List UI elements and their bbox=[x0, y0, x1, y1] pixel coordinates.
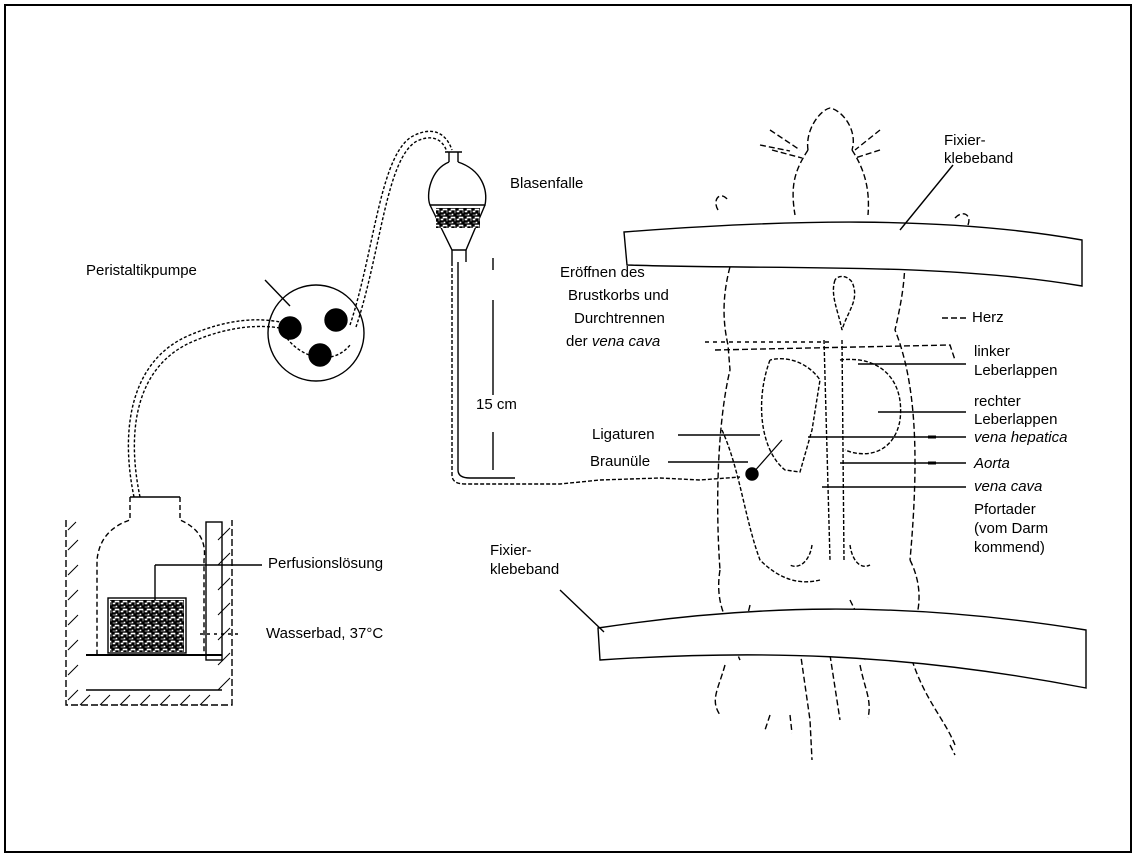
label-braunuele: Braunüle bbox=[590, 453, 650, 471]
label-rechter-line2: Leberlappen bbox=[974, 411, 1057, 429]
tubing-to-bubble-trap bbox=[350, 131, 452, 327]
tubing-to-pump bbox=[128, 320, 280, 497]
fixation-tape-bottom bbox=[560, 590, 1086, 688]
label-fixierklebeband-bottom-line2: klebeband bbox=[490, 561, 559, 579]
label-linker-line1: linker bbox=[974, 343, 1010, 361]
label-15cm: 15 cm bbox=[476, 396, 517, 414]
label-pfortader-line3: kommend) bbox=[974, 539, 1045, 557]
label-eroeffnen-line4: der vena cava bbox=[566, 333, 660, 351]
label-eroeffnen-line1: Eröffnen des bbox=[560, 264, 645, 282]
label-peristaltikpumpe: Peristaltikpumpe bbox=[86, 262, 197, 280]
label-eroeffnen-line3: Durchtrennen bbox=[574, 310, 665, 328]
label-eroeffnen-prefix: der bbox=[566, 333, 592, 350]
solution-bottle bbox=[97, 497, 262, 655]
label-linker-line2: Leberlappen bbox=[974, 362, 1057, 380]
label-vena-hepatica: vena hepatica bbox=[974, 429, 1067, 447]
label-pfortader-line2: (vom Darm bbox=[974, 520, 1048, 538]
label-herz: Herz bbox=[972, 309, 1004, 327]
label-aorta: Aorta bbox=[974, 455, 1010, 473]
label-vena-cava: vena cava bbox=[974, 478, 1042, 496]
label-blasenfalle: Blasenfalle bbox=[510, 175, 583, 193]
peristaltic-pump bbox=[265, 280, 364, 381]
label-rechter-line1: rechter bbox=[974, 393, 1021, 411]
label-eroeffnen-line2: Brustkorbs und bbox=[568, 287, 669, 305]
catheter bbox=[746, 440, 782, 480]
label-fixierklebeband-bottom-line1: Fixier- bbox=[490, 542, 532, 560]
label-wasserbad: Wasserbad, 37°C bbox=[266, 625, 383, 643]
label-perfusionsloesung: Perfusionslösung bbox=[268, 555, 383, 573]
label-fixierklebeband-top-line2: klebeband bbox=[944, 150, 1013, 168]
fixation-tape-top bbox=[624, 165, 1082, 286]
label-pfortader-line1: Pfortader bbox=[974, 501, 1036, 519]
bubble-trap bbox=[429, 152, 486, 262]
label-eroeffnen-italic: vena cava bbox=[592, 333, 660, 350]
label-ligaturen: Ligaturen bbox=[592, 426, 655, 444]
organs bbox=[722, 276, 901, 581]
label-fixierklebeband-top-line1: Fixier- bbox=[944, 132, 986, 150]
